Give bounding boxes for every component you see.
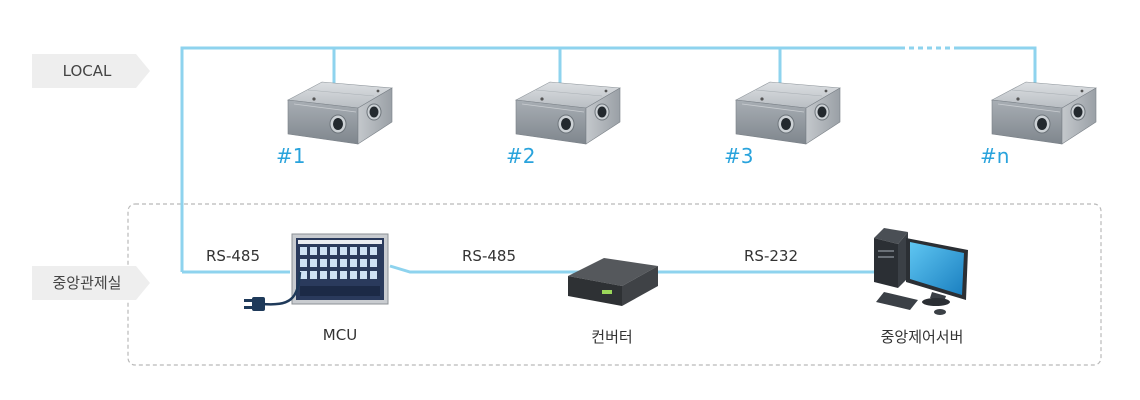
- link-label-mcu-bus: RS-485: [206, 247, 260, 265]
- link-label-converter-server: RS-232: [744, 247, 798, 265]
- mcu-cell: [370, 247, 377, 255]
- link-label-mcu-converter: RS-485: [462, 247, 516, 265]
- mcu-cell: [360, 271, 367, 279]
- rs485-bus-lines: [180, 46, 1037, 274]
- mcu-cell: [340, 271, 347, 279]
- mcu-cell: [310, 247, 317, 255]
- mcu-cell: [350, 259, 357, 267]
- mcu-cell: [340, 247, 347, 255]
- mcu-cell: [370, 259, 377, 267]
- central-zone-tag: 중앙관제실: [32, 266, 150, 300]
- mcu-panel: [291, 233, 389, 305]
- local-zone-tag: LOCAL: [32, 54, 150, 88]
- mcu-cell: [360, 247, 367, 255]
- mcu-cell: [300, 259, 307, 267]
- mcu-cell: [330, 259, 337, 267]
- unit-label-n: #n: [980, 144, 1010, 168]
- node-label-server: 중앙제어서버: [880, 328, 964, 346]
- converter-device: [568, 258, 658, 306]
- mcu-cell: [310, 271, 317, 279]
- mcu-cell: [320, 247, 327, 255]
- mcu-cell: [370, 271, 377, 279]
- vent-unit-n: [991, 81, 1097, 145]
- mcu-cell: [360, 259, 367, 267]
- mcu-cell: [350, 247, 357, 255]
- central-zone-label: 중앙관제실: [52, 274, 122, 292]
- unit-label-1: #1: [276, 144, 306, 168]
- mcu-cell: [330, 247, 337, 255]
- mcu-cell: [350, 271, 357, 279]
- mcu-cell: [310, 259, 317, 267]
- unit-label-2: #2: [506, 144, 536, 168]
- node-label-converter: 컨버터: [591, 328, 633, 346]
- mcu-cell: [320, 259, 327, 267]
- mcu-cell: [330, 271, 337, 279]
- server-computer: [874, 228, 968, 315]
- mcu-cell: [300, 247, 307, 255]
- vent-unit-2: [515, 81, 621, 145]
- local-zone-label: LOCAL: [62, 62, 112, 80]
- power-plug-icon: [244, 271, 302, 311]
- mcu-cell: [320, 271, 327, 279]
- node-label-mcu: MCU: [322, 326, 358, 344]
- mcu-cell: [300, 271, 307, 279]
- unit-label-3: #3: [724, 144, 754, 168]
- vent-unit-1: [287, 81, 393, 145]
- mcu-cell: [340, 259, 347, 267]
- vent-unit-3: [735, 81, 841, 145]
